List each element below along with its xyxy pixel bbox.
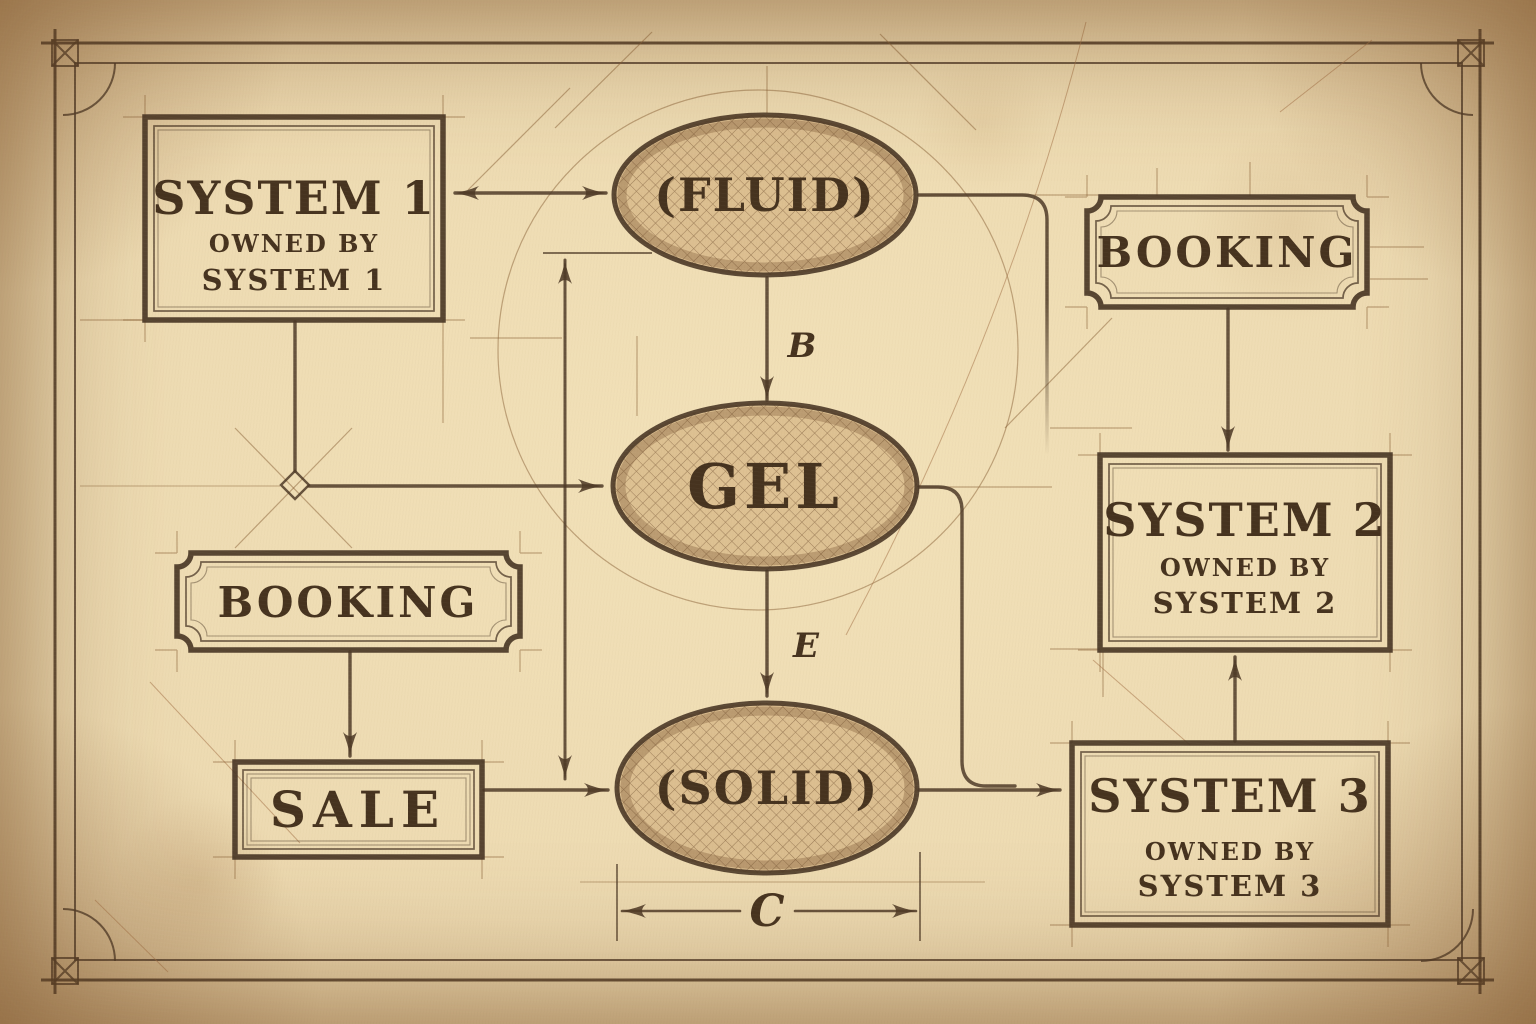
node-gel-label: GEL [687,450,843,523]
node-system3-owner: SYSTEM 3 [1138,869,1323,903]
line-gel-to-system3-junction [917,485,1017,788]
dimension-label-c: C [749,886,784,937]
page-frame [41,29,1494,994]
node-sale: SALE [232,759,485,860]
line-fluid-right-fading [917,193,1049,454]
corner-ornament-top-left [51,39,116,116]
node-solid: (SOLID) [614,700,920,876]
node-booking-right-label: BOOKING [1097,228,1358,277]
corner-ornament-top-right [1420,39,1485,116]
dimension-vertical [543,252,652,781]
dimension-c: C [616,852,921,941]
corner-ornament-bottom-left [51,908,116,985]
node-sale-label: SALE [270,780,446,839]
node-system1-title: SYSTEM 1 [152,171,436,225]
node-system1-owned-by: OWNED BY [209,229,379,258]
node-system2-owned-by: OWNED BY [1160,553,1330,582]
node-system3-owned-by: OWNED BY [1145,837,1315,866]
node-booking-left-label: BOOKING [218,578,479,627]
edge-label-e: E [792,626,820,666]
node-booking-left: BOOKING [174,550,523,653]
node-system2-owner: SYSTEM 2 [1153,586,1338,620]
node-solid-label: (SOLID) [655,761,880,815]
node-system1-owner: SYSTEM 1 [202,263,387,297]
node-system3: SYSTEM 3 OWNED BY SYSTEM 3 [1069,740,1391,928]
node-gel: GEL [610,400,920,572]
node-system3-title: SYSTEM 3 [1088,769,1372,823]
node-system1: SYSTEM 1 OWNED BY SYSTEM 1 [142,114,446,323]
corner-ornament-bottom-right [1420,908,1485,985]
node-booking-right: BOOKING [1084,194,1370,310]
node-fluid: (FLUID) [611,112,919,278]
edge-label-b: B [787,326,817,366]
diamond-junction [279,469,311,501]
node-system2-title: SYSTEM 2 [1103,493,1387,547]
node-system2: SYSTEM 2 OWNED BY SYSTEM 2 [1097,452,1393,653]
connectors [279,186,1242,797]
node-fluid-label: (FLUID) [654,168,876,222]
